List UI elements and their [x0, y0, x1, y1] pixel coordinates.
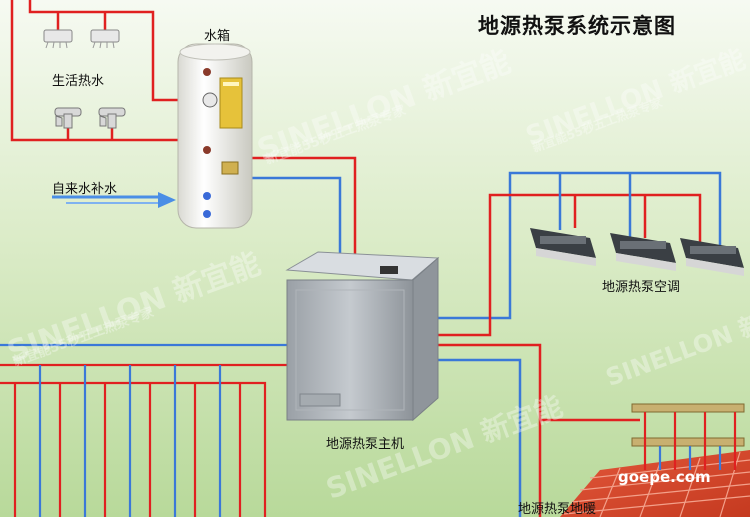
left-heating-loops [0, 343, 288, 517]
faucet-icon [54, 107, 82, 129]
tap-water-arrow-icon [52, 192, 176, 208]
tank-unit-pipes [250, 156, 357, 255]
manifold-icon [631, 403, 745, 470]
label-tap-water: 自来水补水 [52, 182, 118, 197]
label-main-unit: 地源热泵主机 [326, 437, 405, 452]
hot-pipe-top [28, 0, 180, 102]
hot-pipe-left [10, 0, 180, 142]
water-tank [177, 43, 253, 229]
unit-floor-pipes [437, 343, 640, 517]
label-hot-water: 生活热水 [52, 74, 105, 89]
label-tank: 水箱 [204, 29, 231, 44]
diagram-title: 地源热泵系统示意图 [478, 14, 676, 38]
faucet-icon [98, 107, 126, 129]
corner-site-text: goepe.com [618, 468, 711, 486]
label-floor-heating: 地源热泵地暖 [518, 502, 597, 517]
ac-unit-icon [680, 238, 744, 276]
shower-head-icon [43, 29, 73, 49]
shower-head-icon [90, 29, 120, 49]
ac-unit-icon [530, 228, 596, 266]
heat-pump-main-unit [285, 251, 440, 422]
label-ac: 地源热泵空调 [602, 280, 681, 295]
ac-unit-icon [610, 233, 676, 271]
floor-heating [560, 403, 750, 517]
